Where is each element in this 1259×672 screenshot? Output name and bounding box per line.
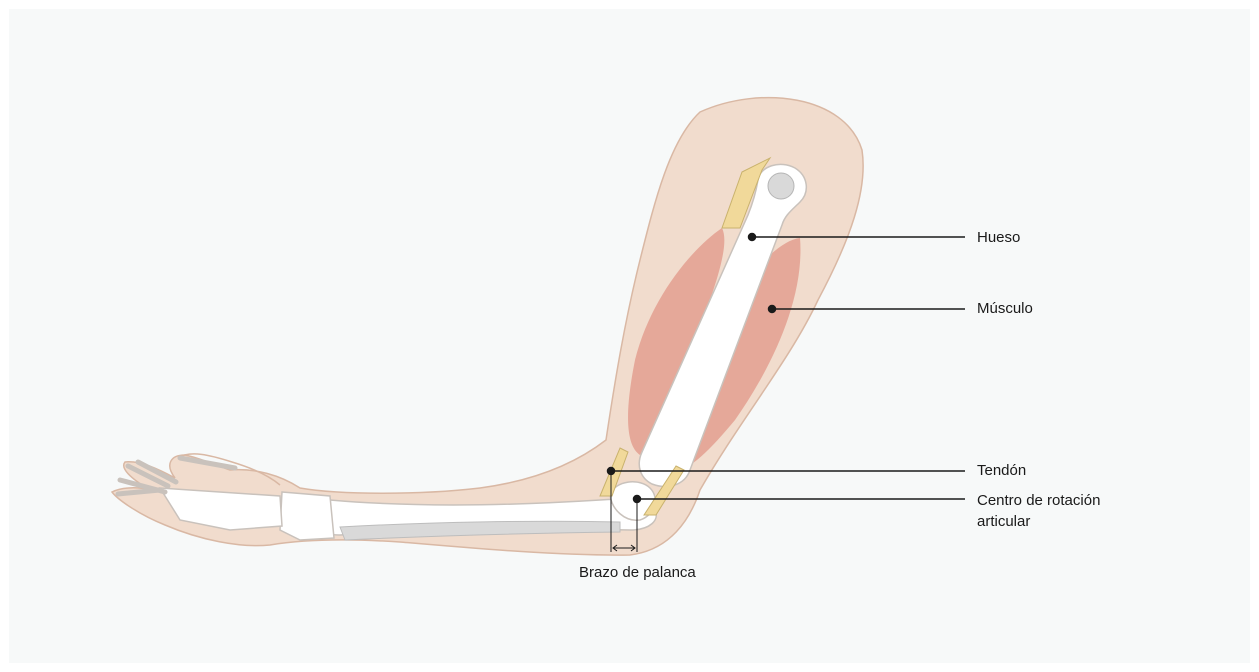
tendon-label: Tendón	[977, 461, 1026, 480]
joint-center-label-line1: Centro de rotación	[977, 491, 1100, 510]
bone-label: Hueso	[977, 228, 1020, 247]
lever-arm-label: Brazo de palanca	[579, 563, 696, 582]
muscle-label: Músculo	[977, 299, 1033, 318]
humeral-head	[768, 173, 794, 199]
joint-center-label-line2: articular	[977, 512, 1030, 531]
wrist-bones	[280, 492, 334, 540]
